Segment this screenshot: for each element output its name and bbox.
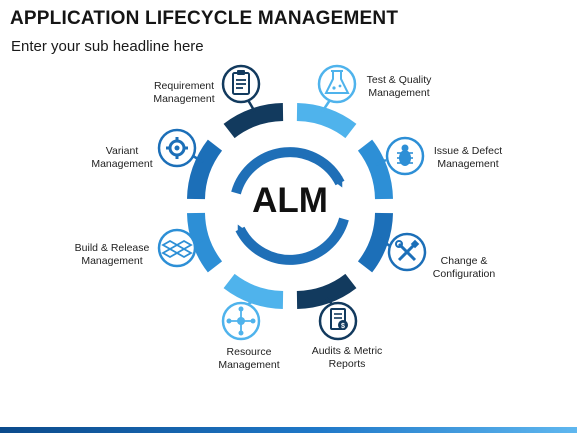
cycle-arrow-bottom — [235, 217, 349, 265]
page-subtitle: Enter your sub headline here — [11, 38, 204, 55]
test-node — [317, 64, 357, 104]
build-release-label: Build & Release Management — [74, 242, 150, 267]
variant-label: Variant Management — [91, 145, 153, 170]
build-node — [157, 228, 197, 268]
connector-test — [320, 99, 332, 113]
ring-segment-requirement — [223, 103, 284, 139]
ring-segment-issue — [357, 139, 393, 200]
issue-defect-label: Issue & Defect Management — [433, 145, 503, 170]
report-icon: $ — [330, 308, 348, 330]
requirement-label: Requirement Management — [153, 80, 215, 105]
cycle-arrow-top — [231, 147, 345, 195]
change-configuration-label: Change & Configuration — [432, 255, 496, 280]
network-icon — [226, 306, 256, 336]
center-label: ALM — [252, 181, 328, 220]
svg-text:$: $ — [341, 323, 345, 330]
audits-node: $ — [318, 301, 358, 341]
resource-label: Resource Management — [218, 346, 280, 371]
connector-issue — [375, 158, 387, 167]
bug-icon — [397, 144, 413, 166]
ring-segment-test — [296, 103, 357, 139]
ring-segment-variant — [187, 139, 223, 200]
ring-segment-audits — [296, 273, 357, 309]
clipboard-icon — [232, 70, 250, 95]
gear-icon — [166, 137, 188, 159]
audits-metric-label: Audits & Metric Reports — [311, 345, 383, 370]
ring-segment-resource — [223, 273, 284, 309]
flask-icon — [324, 70, 350, 94]
variant-node — [157, 128, 197, 168]
change-node — [387, 232, 427, 272]
test-quality-label: Test & Quality Management — [366, 74, 432, 99]
ring-segment-change — [357, 212, 393, 273]
issue-node — [385, 136, 425, 176]
ring-segment-build — [187, 212, 223, 273]
connector-requirement — [246, 99, 257, 113]
tools-icon — [395, 239, 420, 262]
resource-node — [221, 301, 261, 341]
bottom-accent-bar — [0, 427, 577, 433]
connector-variant — [192, 154, 204, 164]
page-title: APPLICATION LIFECYCLE MANAGEMENT — [10, 8, 399, 29]
dropbox-icon — [161, 239, 193, 259]
requirement-node — [221, 64, 261, 104]
